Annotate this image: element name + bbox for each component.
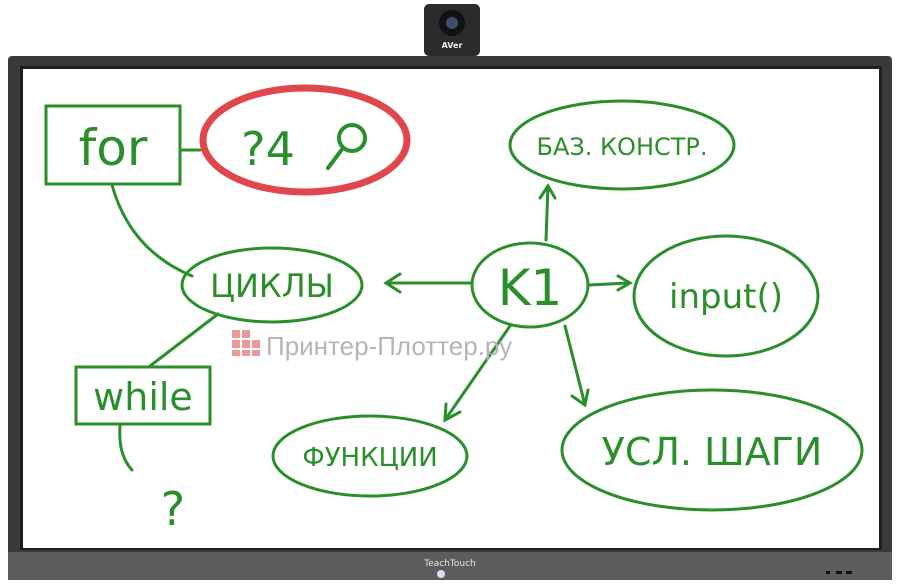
camera-brand-label: AVer: [442, 41, 463, 50]
for-note-label: ?4: [241, 122, 295, 176]
center-node: [470, 241, 590, 329]
while-box: [74, 365, 212, 426]
arrow-to-loops: [383, 272, 474, 294]
arrow-to-conditions: [563, 324, 590, 408]
basics-label: БАЗ. КОНСТР.: [536, 133, 707, 161]
connectors: [110, 148, 633, 472]
center-label: K1: [498, 259, 563, 317]
loops-label: ЦИКЛЫ: [210, 267, 334, 305]
conditions-node: [560, 388, 864, 512]
brand-label: TeachTouch: [423, 559, 476, 569]
webcam: AVer: [424, 4, 480, 56]
highlight-circle: [199, 84, 411, 196]
while-label: while: [93, 375, 193, 419]
watermark-text: Принтер-Плоттер.ру: [266, 331, 512, 361]
power-button[interactable]: [437, 570, 445, 578]
line-for-loops: [110, 183, 194, 278]
arrow-to-functions: [443, 324, 512, 423]
magnifier-icon: [326, 123, 367, 170]
arrow-to-input: [588, 274, 633, 292]
line-loops-while: [148, 312, 220, 368]
conditions-label: УСЛ. ШАГИ: [602, 430, 823, 474]
arrow-to-basics: [538, 183, 557, 242]
functions-label: ФУНКЦИИ: [302, 443, 437, 473]
front-port: [846, 571, 852, 574]
watermark-logo: [232, 330, 260, 356]
bottom-bar: [8, 552, 892, 580]
input-label: input(): [669, 277, 783, 317]
front-port: [836, 571, 842, 574]
line-while-note: [118, 424, 134, 472]
input-node: [632, 234, 820, 358]
while-note-label: ?: [161, 482, 185, 536]
for-label: for: [79, 119, 148, 177]
functions-node: [271, 414, 469, 498]
whiteboard-screen: [23, 69, 879, 548]
for-box: [44, 104, 182, 186]
loops-node: [180, 246, 364, 324]
front-port: [826, 571, 830, 574]
basics-node: [508, 99, 736, 191]
